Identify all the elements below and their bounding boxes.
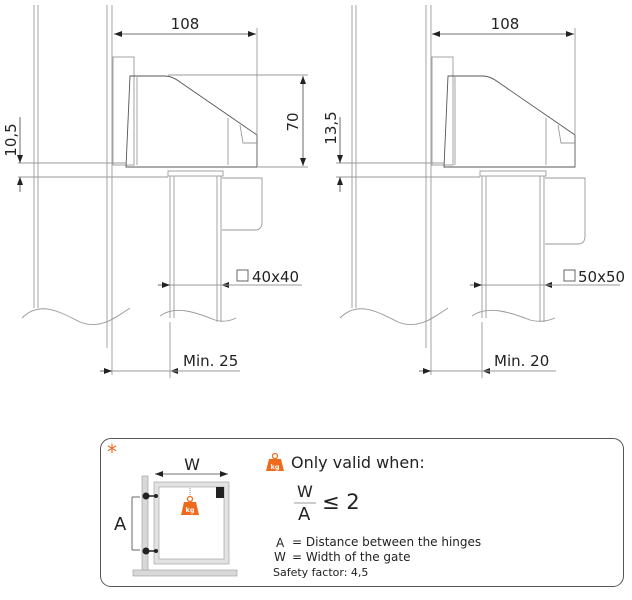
square-section-icon <box>563 269 576 282</box>
validity-note-panel <box>100 438 624 587</box>
hinge-distance-label: A <box>114 514 127 535</box>
asterisk-marker: * <box>107 440 117 464</box>
gate-width-label: W <box>184 455 200 474</box>
note-title: Only valid when: <box>291 453 425 472</box>
safety-factor: Safety factor: 4,5 <box>273 566 369 579</box>
drawing-right: 108 13,5 50x50 Min. 20 <box>322 5 625 378</box>
hinge-body <box>125 75 258 168</box>
gate-post <box>471 176 556 322</box>
hinge-plate <box>431 56 454 166</box>
hinge-icon <box>142 492 158 500</box>
hinge-body <box>443 75 576 168</box>
drawing-left: 108 70 10,5 40x40 Min. 25 <box>2 5 308 378</box>
width-dim-label: 108 <box>171 15 200 33</box>
hinge-plate <box>112 56 135 166</box>
width-dim-label: 108 <box>491 15 520 33</box>
def-a-symbol: A <box>276 536 285 550</box>
min-gap-label: Min. 25 <box>183 352 238 370</box>
post-size-label: 50x50 <box>578 268 625 286</box>
weight-icon: kg <box>181 495 199 515</box>
gate-post-cap <box>167 170 224 177</box>
gate-post-cap <box>479 170 547 177</box>
latch-icon <box>216 487 224 498</box>
svg-text:kg: kg <box>186 506 195 514</box>
gate-post <box>159 176 237 322</box>
svg-text:kg: kg <box>271 463 280 471</box>
height-dim-label: 70 <box>284 112 302 131</box>
gate-latch <box>545 177 586 245</box>
min-gap-label: Min. 20 <box>494 352 549 370</box>
formula-relation: ≤ 2 <box>322 490 360 514</box>
wall-post <box>339 5 449 375</box>
square-section-icon <box>236 269 249 282</box>
weight-icon: kg <box>266 452 284 471</box>
post-size-label: 40x40 <box>252 268 299 286</box>
def-w-text: = Width of the gate <box>292 550 411 564</box>
def-a-text: = Distance between the hinges <box>292 535 482 549</box>
formula-numerator: W <box>297 482 313 501</box>
hinge-icon <box>142 547 158 555</box>
wall-post <box>21 5 131 375</box>
formula-denominator: A <box>298 504 311 525</box>
gate-diagram: W A kg kg <box>114 452 316 577</box>
offset-dim-label: 10,5 <box>2 123 20 156</box>
def-w-symbol: W <box>274 550 286 564</box>
offset-dim-label: 13,5 <box>322 111 340 144</box>
gate-latch <box>222 177 263 231</box>
